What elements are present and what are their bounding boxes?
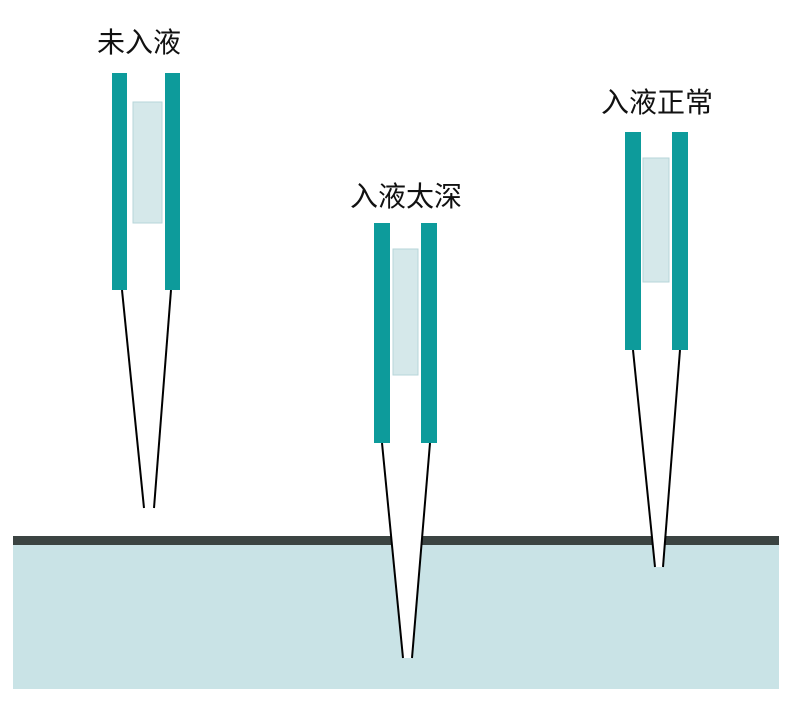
probe-tip-cone	[122, 290, 171, 508]
probe-tip-cone	[633, 350, 680, 567]
probe-left-bar	[374, 223, 390, 443]
probe-tip-right-edge	[662, 349, 681, 568]
probe-normal: 入液正常	[601, 87, 713, 568]
probe-tip-right-edge	[411, 442, 431, 659]
probe-right-bar	[165, 73, 180, 290]
probe-left-bar	[625, 132, 641, 350]
probe-label: 入液正常	[601, 87, 713, 119]
probe-inner-sleeve	[392, 248, 419, 376]
probe-left-bar	[112, 73, 127, 290]
probe-too-deep: 入液太深	[350, 181, 462, 659]
probe-tip-left-edge	[632, 349, 656, 568]
probe-tip-cone	[382, 443, 430, 658]
probe-not-immersed: 未入液	[97, 27, 181, 509]
probe-tip-left-edge	[121, 289, 145, 509]
probe-label: 未入液	[97, 27, 181, 59]
probe-inner-sleeve	[132, 101, 163, 224]
probe-tip-right-edge	[153, 289, 172, 509]
probe-inner-sleeve	[642, 157, 670, 283]
probe-right-bar	[421, 223, 437, 443]
probe-tip-left-edge	[381, 442, 404, 659]
probe-right-bar	[672, 132, 688, 350]
probe-label: 入液太深	[350, 181, 462, 213]
